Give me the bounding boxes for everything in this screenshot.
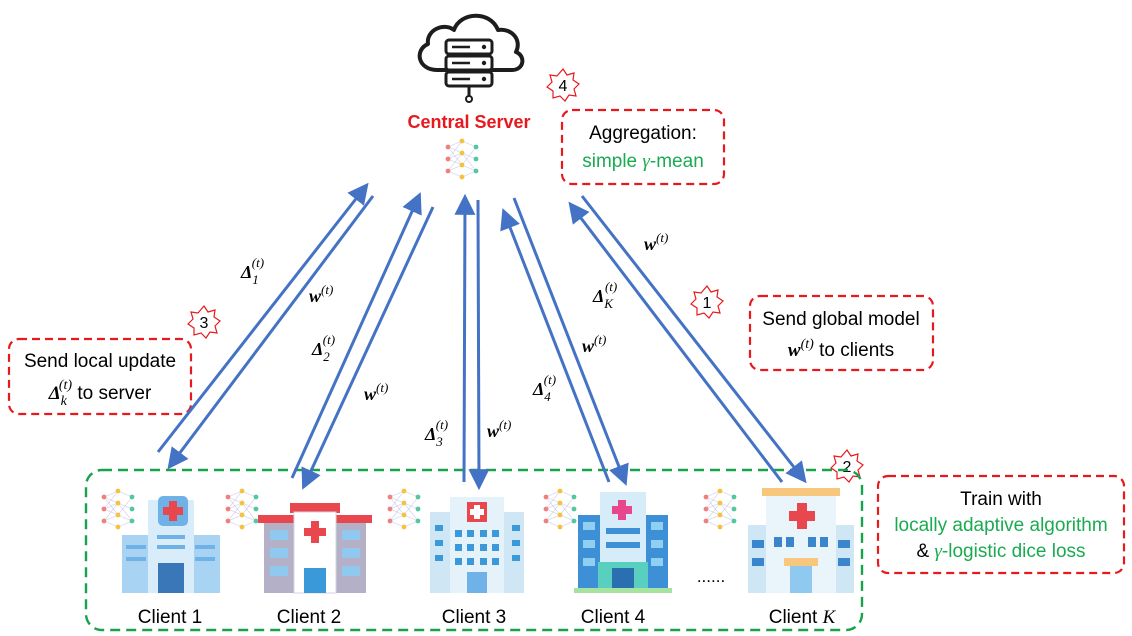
aggregation-box <box>560 108 726 186</box>
svg-text:3: 3 <box>200 315 209 332</box>
client-2-neural-net-icon <box>225 488 259 530</box>
train-box <box>876 474 1126 575</box>
arrow-w-k <box>580 195 807 484</box>
send-global-box <box>748 294 935 372</box>
aggregation-line1: Aggregation: <box>589 123 697 144</box>
client-1-label: Client 1 <box>138 607 202 628</box>
client-k-hospital-icon <box>748 488 854 593</box>
label-delta-3: Δ3(t) <box>424 417 448 449</box>
badge-1: 1 <box>690 285 724 319</box>
label-delta-k: ΔK(t) <box>592 279 617 311</box>
arrow-w-1 <box>167 195 375 470</box>
svg-text:2: 2 <box>843 459 852 476</box>
client-k-label: Client K <box>769 607 837 628</box>
label-delta-2: Δ2(t) <box>311 332 335 364</box>
train-line3: & γ-logistic dice loss <box>916 541 1085 562</box>
server-label: Central Server <box>407 112 530 132</box>
client-4-label: Client 4 <box>581 607 646 628</box>
arrow-delta-3 <box>454 193 476 483</box>
send-global-line1: Send global model <box>762 309 919 330</box>
send-local-line1: Send local update <box>24 351 176 372</box>
client-1-neural-net-icon <box>101 488 135 530</box>
arrow-delta-2 <box>290 192 422 479</box>
clients-ellipsis: ...... <box>697 567 725 586</box>
label-delta-1: Δ1(t) <box>240 255 264 287</box>
badge-2: 2 <box>830 449 864 483</box>
arrows <box>156 182 807 491</box>
label-w-1: w(t) <box>309 282 333 306</box>
badge-4: 4 <box>546 68 580 102</box>
label-w-k: w(t) <box>644 230 668 254</box>
client-2-hospital-icon <box>258 503 372 594</box>
arrow-w-3 <box>468 199 490 491</box>
arrow-delta-4 <box>500 208 611 483</box>
aggregation-line2: simple γ-mean <box>582 151 704 172</box>
train-line1: Train with <box>960 489 1042 510</box>
label-w-2: w(t) <box>364 380 388 404</box>
send-global-line2: w(t) to clients <box>788 337 894 361</box>
client-1-hospital-icon <box>122 496 220 593</box>
arrow-w-4 <box>512 197 629 486</box>
arrow-delta-1 <box>156 182 369 453</box>
send-local-line2: Δk(t) to server <box>48 378 152 409</box>
arrow-labels: Δ1(t) w(t) Δ2(t) w(t) Δ3(t) w(t) Δ4(t) w… <box>240 230 668 449</box>
client-k-neural-net-icon <box>703 488 737 530</box>
svg-text:4: 4 <box>559 78 568 95</box>
server-icon <box>417 13 525 103</box>
client-3-neural-net-icon <box>387 488 421 530</box>
arrow-w-2 <box>301 206 435 490</box>
arrow-delta-k <box>568 201 784 483</box>
client-3-label: Client 3 <box>442 607 506 628</box>
server-neural-net-icon <box>445 138 479 180</box>
send-local-box <box>7 337 193 416</box>
client-3-hospital-icon <box>430 497 524 593</box>
client-4-neural-net-icon <box>543 488 577 530</box>
client-2-label: Client 2 <box>277 607 341 628</box>
label-w-4: w(t) <box>582 332 606 356</box>
train-line2: locally adaptive algorithm <box>894 515 1107 536</box>
label-delta-4: Δ4(t) <box>532 372 556 404</box>
client-4-hospital-icon <box>574 492 672 593</box>
label-w-3: w(t) <box>487 417 511 441</box>
badge-3: 3 <box>187 305 221 339</box>
svg-text:1: 1 <box>703 295 712 312</box>
